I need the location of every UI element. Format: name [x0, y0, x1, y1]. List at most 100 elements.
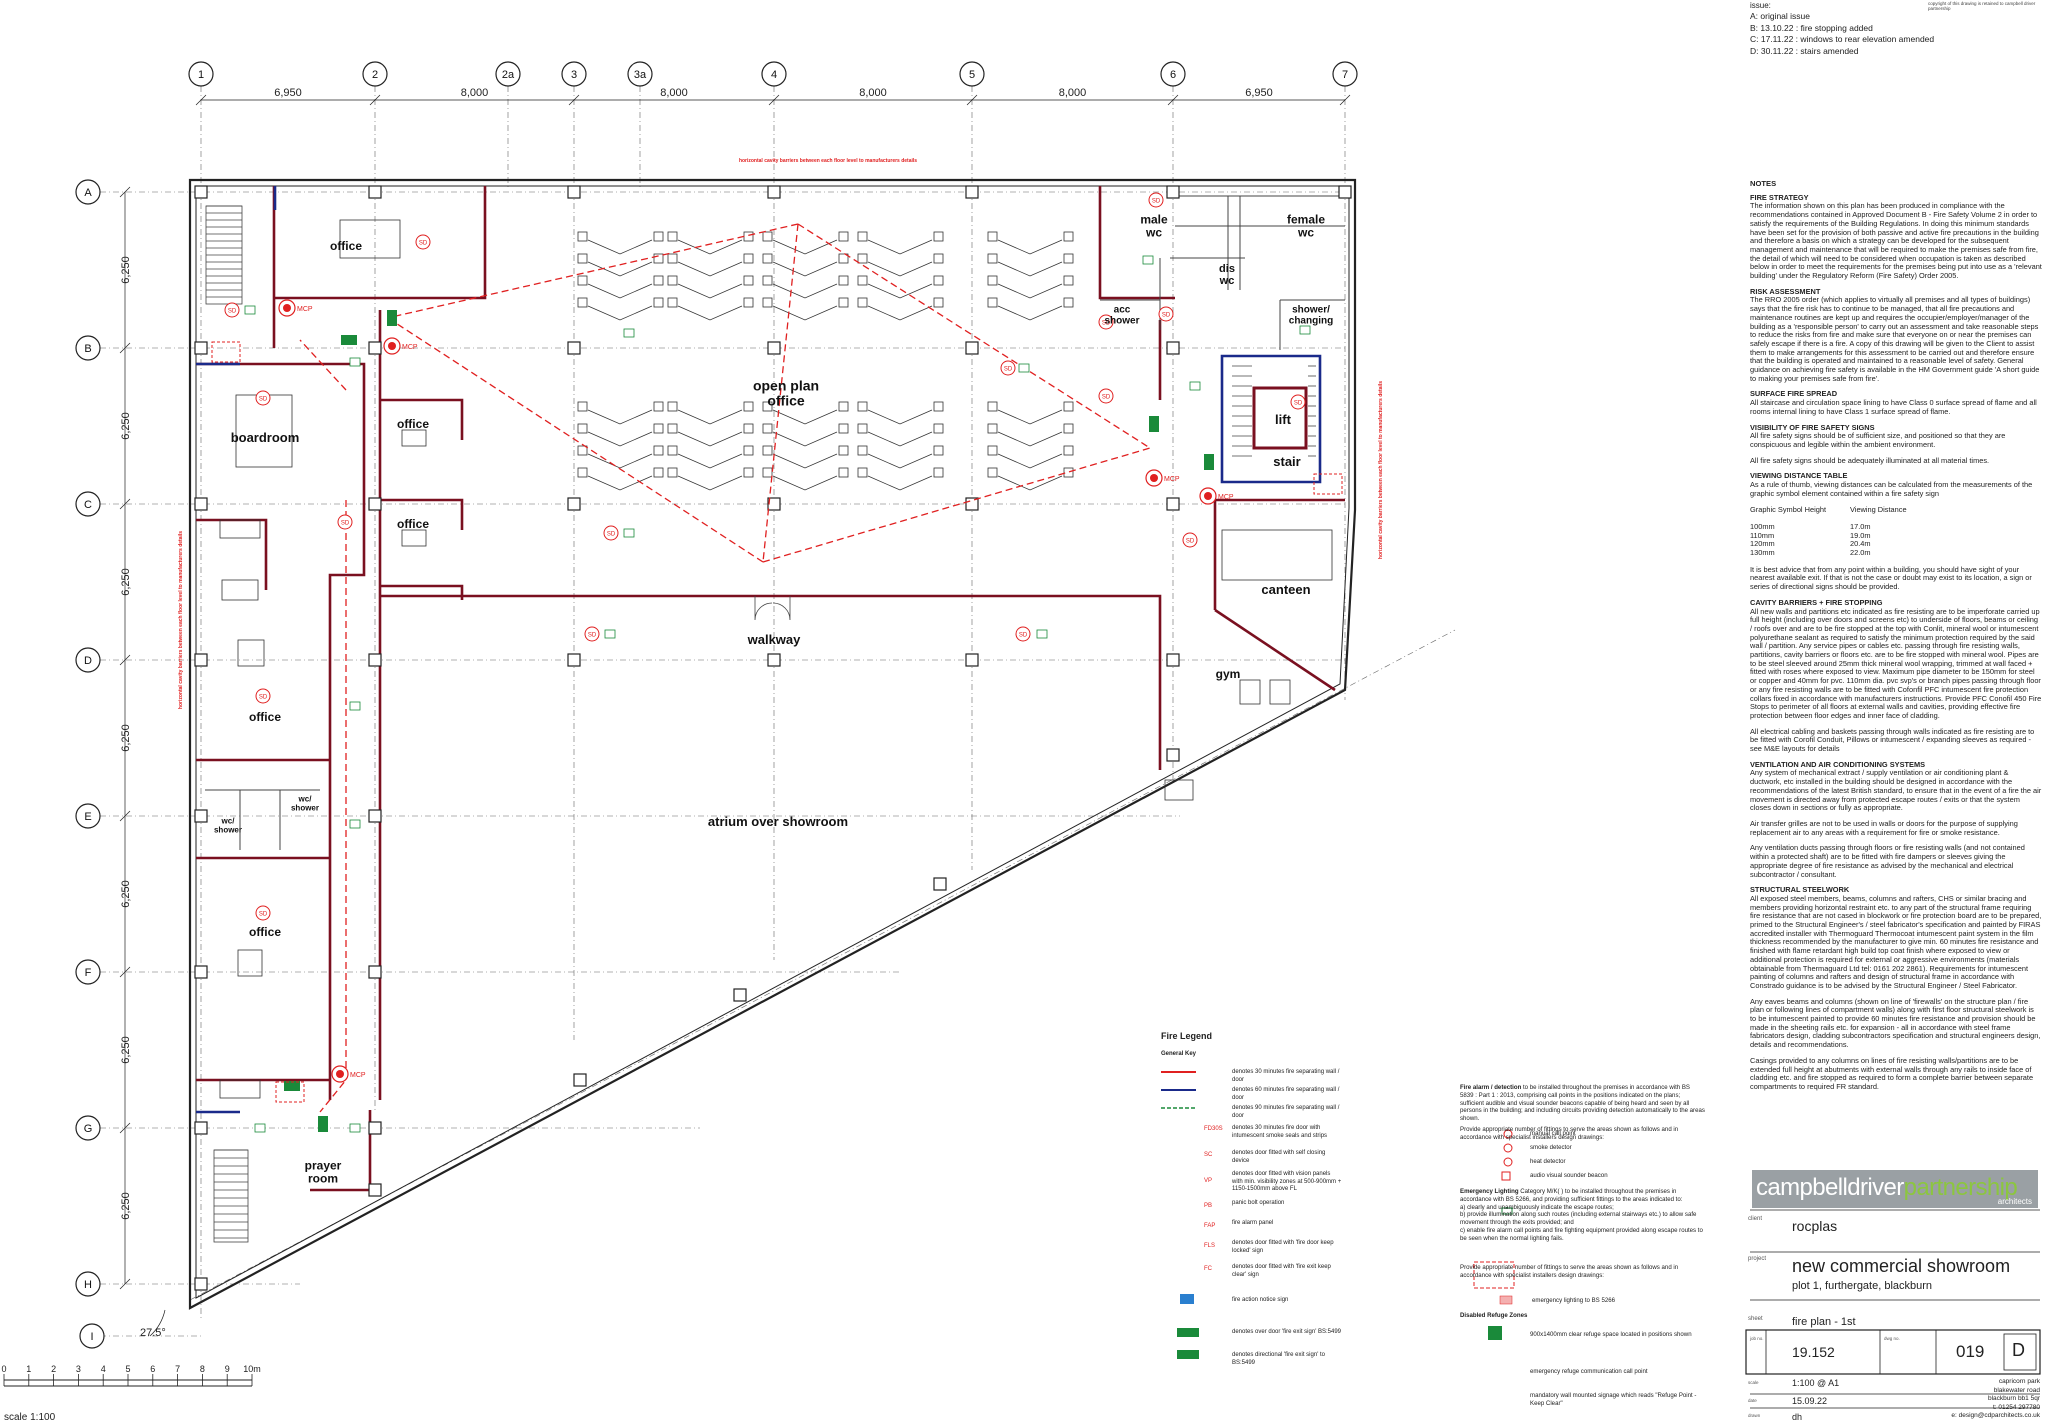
notes-paragraph: Any ventilation ducts passing through fl…	[1750, 843, 2025, 879]
svg-text:3: 3	[571, 69, 577, 81]
notes-after-table: It is best advice that from any point wi…	[1750, 564, 2032, 592]
svg-text:2: 2	[372, 69, 378, 81]
scale-tick-9: 9	[225, 1364, 230, 1374]
fire-alarm-symbol-label: manual call point	[1530, 1130, 1576, 1137]
room-label-stair: stair	[1273, 454, 1300, 469]
emergency-light	[244, 305, 256, 315]
copyright-note: copyright of this drawing is retained to…	[1928, 1, 2036, 11]
column-4	[767, 185, 781, 199]
column-22	[567, 653, 581, 667]
svg-text:A: A	[84, 187, 92, 199]
desk-cluster	[857, 231, 944, 321]
emergency-light	[349, 819, 361, 829]
grid-bubble-row-G: G	[75, 1115, 101, 1141]
legend-item: denotes door fitted with 'fire exit keep…	[1232, 1264, 1331, 1278]
desk-cluster	[667, 401, 754, 491]
notes-paragraph: All electrical cabling and baskets passi…	[1750, 726, 2035, 754]
column-6	[1166, 185, 1180, 199]
column-1	[194, 185, 208, 199]
issue-item: A: original issue	[1750, 11, 1811, 22]
col-dim-1: 6,950	[274, 87, 302, 99]
svg-text:SD: SD	[419, 241, 428, 247]
emergency-light	[254, 1123, 266, 1133]
svg-text:MCP: MCP	[350, 1072, 366, 1079]
column-33	[368, 1183, 382, 1197]
emergency-light	[1018, 363, 1030, 373]
grid-bubble-col-2a: 2a	[495, 61, 521, 87]
exit-sign	[318, 1116, 328, 1132]
column-37	[1166, 748, 1180, 762]
drawn-label: drawn	[1748, 1413, 1761, 1418]
room-label-office-f: office	[249, 925, 281, 939]
notes-paragraph: Any system of mechanical extract / suppl…	[1750, 768, 2042, 813]
scale-tick-7: 7	[175, 1364, 180, 1374]
exit-sign	[284, 1081, 300, 1091]
legend-item: denotes door fitted with vision panels w…	[1232, 1171, 1342, 1192]
svg-text:MCP: MCP	[1164, 476, 1180, 483]
room-label-wc-shower-b: wc/shower	[291, 795, 319, 813]
emergency-light	[349, 357, 361, 367]
column-31	[368, 1121, 382, 1135]
legend-item: denotes 30 minutes fire separating wall …	[1232, 1069, 1340, 1083]
emergency-light	[1189, 381, 1201, 391]
notes-heading: FIRE STRATEGY	[1750, 192, 1809, 202]
smoke-detector: SD	[1015, 626, 1031, 642]
smoke-detector: SD	[603, 525, 619, 541]
date-label: date	[1748, 1398, 1757, 1403]
issue-item: D: 30.11.22 : stairs amended	[1750, 45, 1859, 56]
scale-tick-1: 1	[26, 1364, 31, 1374]
smoke-detector: SD	[1000, 360, 1016, 376]
grid-bubble-row-D: D	[75, 647, 101, 673]
date-value: 15.09.22	[1792, 1396, 1828, 1406]
col-dim-5: 8,000	[1059, 87, 1087, 99]
refuge-item-3: mandatory wall mounted signage which rea…	[1530, 1392, 1697, 1407]
column-7	[1338, 185, 1352, 199]
grid-bubble-col-3a: 3a	[627, 61, 653, 87]
manual-call-point: MCP	[1199, 487, 1234, 505]
column-19	[1166, 497, 1180, 511]
column-8	[194, 341, 208, 355]
wc-partitions	[205, 195, 1345, 850]
fire-walls-blue	[196, 186, 1322, 1114]
dimension-left	[119, 186, 131, 1290]
legend-item: denotes 90 minutes fire separating wall …	[1232, 1105, 1340, 1119]
room-label-office-c: office	[397, 517, 429, 531]
stairs	[205, 205, 1316, 1243]
table-head-2: Viewing Distance	[1850, 504, 1907, 514]
col-dim-2: 8,000	[461, 87, 489, 99]
exit-sign	[1204, 454, 1214, 470]
steel-columns	[194, 185, 1352, 1291]
svg-text:SD: SD	[607, 532, 616, 538]
grid-bubble-row-C: C	[75, 491, 101, 517]
col-dim-3: 8,000	[660, 87, 688, 99]
column-30	[194, 1121, 208, 1135]
table-head-1: Graphic Symbol Height	[1750, 504, 1826, 514]
exit-sign	[341, 335, 357, 345]
smoke-detector: SD	[1148, 192, 1164, 208]
notes-paragraph: All exposed steel members, beams, column…	[1750, 893, 2042, 990]
svg-text:SD: SD	[1294, 401, 1303, 407]
manual-call-point: MCP	[331, 1065, 366, 1083]
client-label: client	[1748, 1216, 1763, 1222]
notes-paragraph: The RRO 2005 order (which applies to vir…	[1750, 295, 2040, 383]
smoke-detector: SD	[1290, 394, 1306, 410]
project-label: project	[1748, 1256, 1767, 1262]
col-dim-4: 8,000	[859, 87, 887, 99]
desk-cluster	[857, 401, 944, 491]
grid-bubble-col-1: 1	[188, 61, 214, 87]
emergency-light	[349, 701, 361, 711]
column-12	[965, 341, 979, 355]
desk-cluster	[987, 231, 1074, 321]
legend-item: denotes over door 'fire exit sign' BS:54…	[1232, 1329, 1342, 1335]
grid-bubble-row-F: F	[75, 959, 101, 985]
refuge-zone	[1313, 473, 1343, 495]
column-11	[767, 341, 781, 355]
room-label-office-top: office	[330, 239, 362, 253]
notes-paragraph: All fire safety signs should be of suffi…	[1750, 431, 2006, 449]
